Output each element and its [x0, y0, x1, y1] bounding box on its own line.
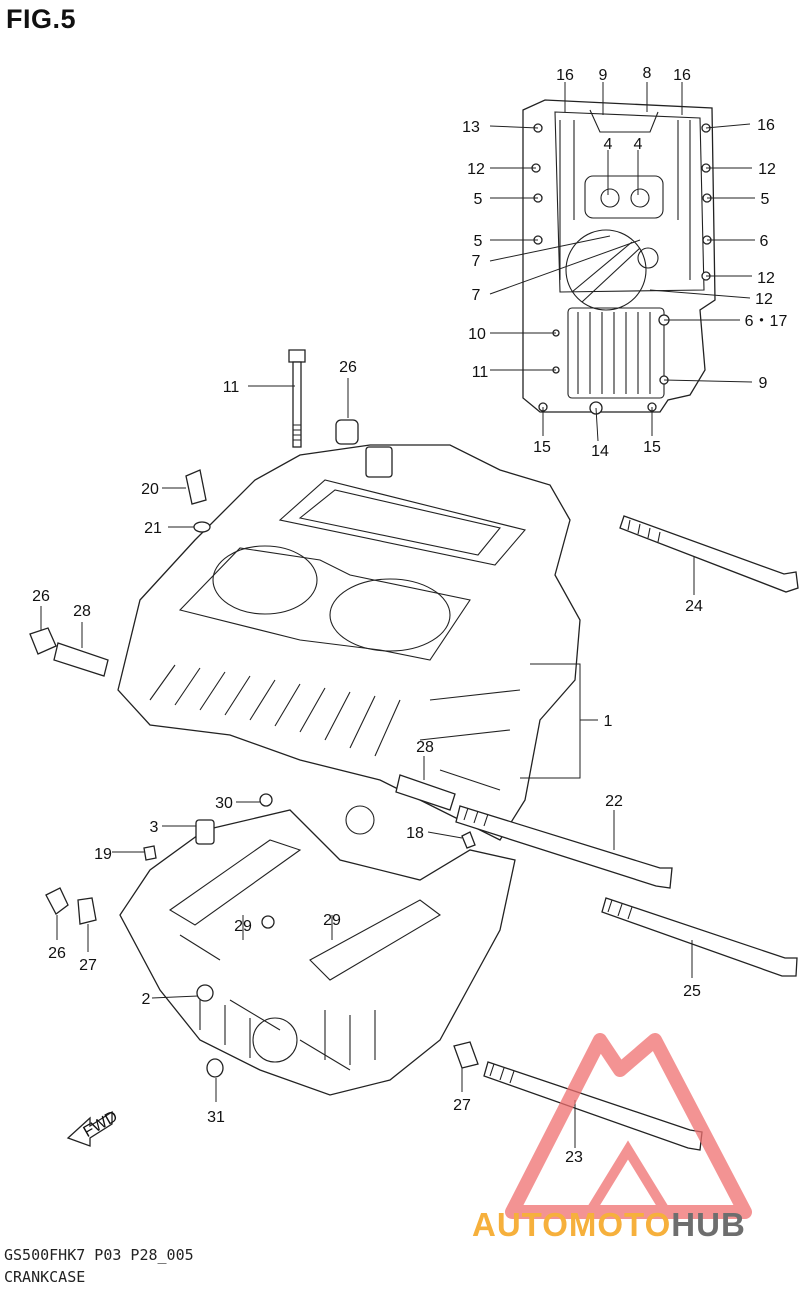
callout-22: 22 [605, 793, 623, 810]
fwd-arrow-icon: FWD [66, 1108, 121, 1147]
watermark-text: AUTOMOTOHUB [472, 1206, 746, 1244]
callout-7a: 7 [472, 253, 481, 270]
callout-25: 25 [683, 983, 701, 1000]
callout-28a: 28 [73, 603, 91, 620]
callout-27a: 27 [79, 957, 97, 974]
callout-11b: 11 [223, 379, 240, 396]
callout-18: 18 [406, 825, 424, 842]
callout-3: 3 [150, 819, 159, 836]
callout-5b: 5 [761, 191, 770, 208]
figure-title: FIG.5 [6, 4, 77, 34]
callout-617: 6・17 [745, 313, 788, 330]
inset-crankcase-bottom [522, 99, 716, 415]
footer-section-name: CRANKCASE [4, 1268, 86, 1286]
callout-28b: 28 [416, 739, 434, 756]
callout-30: 30 [215, 795, 233, 812]
callout-16b: 16 [673, 67, 691, 84]
callout-15b: 15 [643, 439, 661, 456]
callout-9b: 9 [759, 375, 768, 392]
callout-24: 24 [685, 598, 703, 615]
callout-29a: 29 [234, 918, 252, 935]
callout-4b: 4 [634, 136, 643, 153]
callout-11a: 11 [472, 364, 489, 381]
callout-9a: 9 [599, 67, 608, 84]
callout-12d: 12 [755, 291, 773, 308]
callout-2: 2 [142, 991, 151, 1008]
callout-4a: 4 [604, 136, 613, 153]
fwd-label: FWD [81, 1108, 121, 1141]
callout-21: 21 [144, 520, 162, 537]
watermark-logo-icon [505, 1033, 752, 1219]
callout-5c: 5 [474, 233, 483, 250]
callout-1: 1 [604, 713, 613, 730]
callout-26b: 26 [32, 588, 50, 605]
inset-leader-lines [489, 82, 755, 442]
callout-5a: 5 [474, 191, 483, 208]
callout-20: 20 [141, 481, 159, 498]
watermark-text-primary: AUTOMOTO [472, 1206, 672, 1243]
main-leader-lines [40, 378, 695, 1148]
callout-10: 10 [468, 326, 486, 343]
callout-14: 14 [591, 443, 609, 460]
callout-16a: 16 [556, 67, 574, 84]
callout-31: 31 [207, 1109, 225, 1126]
callout-12a: 12 [467, 161, 485, 178]
callout-26a: 26 [339, 359, 357, 376]
callout-12c: 12 [757, 270, 775, 287]
callout-13: 13 [462, 119, 480, 136]
callout-12b: 12 [758, 161, 776, 178]
upper-crankcase [117, 444, 581, 841]
callout-27b: 27 [453, 1097, 471, 1114]
callout-29b: 29 [323, 912, 341, 929]
footer-model-code: GS500FHK7 P03 P28_005 [4, 1246, 194, 1264]
bolts-and-fasteners [29, 349, 799, 1151]
callout-19: 19 [94, 846, 112, 863]
watermark-text-secondary: HUB [671, 1206, 746, 1243]
callout-8: 8 [643, 65, 652, 82]
lower-crankcase [119, 809, 516, 1096]
callout-7b: 7 [472, 287, 481, 304]
callout-15a: 15 [533, 439, 551, 456]
callout-16c: 16 [757, 117, 775, 134]
callout-26c: 26 [48, 945, 66, 962]
callout-23: 23 [565, 1149, 583, 1166]
callout-6: 6 [760, 233, 769, 250]
